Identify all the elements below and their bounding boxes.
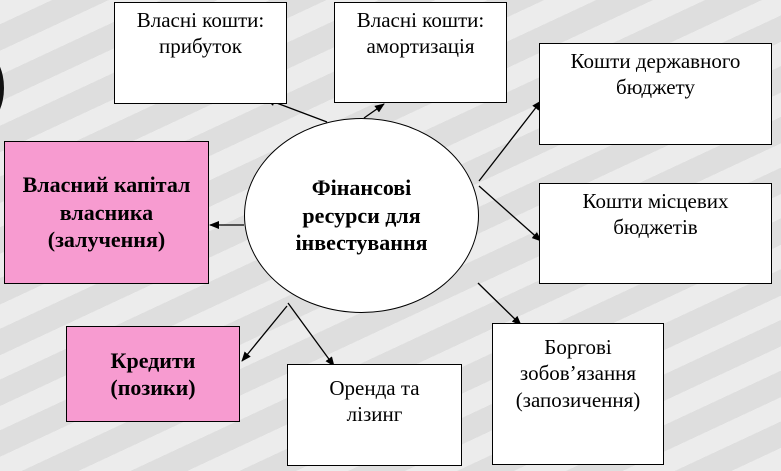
box-lease: Оренда та лізинг (287, 364, 462, 466)
arrow-to-lease (287, 302, 335, 367)
center-ellipse: Фінансові ресурси для інвестування (244, 118, 479, 313)
edge-decoration (0, 55, 4, 121)
arrow-to-amortization (363, 103, 385, 119)
box-profit: Власні кошти: прибуток (114, 2, 287, 104)
box-local-budgets: Кошти місцевих бюджетів (539, 183, 772, 284)
box-credits: Кредити (позики) (66, 326, 240, 422)
arrow-to-state-budget (478, 100, 542, 182)
box-owner-capital: Власний капітал власника (залучення) (4, 141, 209, 284)
box-amortization: Власні кошти: амортизація (334, 2, 507, 103)
arrow-to-credits (241, 305, 288, 362)
box-debt: Боргові зобов’язання (запозичення) (492, 323, 664, 465)
box-state-budget: Кошти державного бюджету (539, 43, 772, 145)
arrow-to-debt (477, 282, 522, 326)
arrow-to-local-budgets (478, 185, 542, 242)
